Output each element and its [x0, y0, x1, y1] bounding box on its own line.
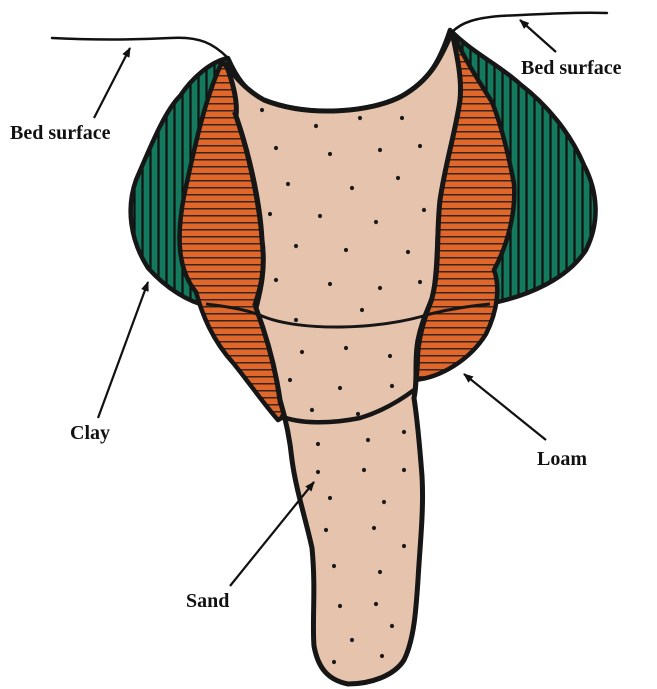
sand-label: Sand: [186, 590, 229, 613]
bed-surface-left-arrow: [94, 48, 130, 118]
clay-arrow: [98, 282, 148, 418]
loam-arrow: [464, 374, 546, 440]
bed-surface-line: [52, 13, 607, 58]
bed-surface-right-arrow: [520, 20, 556, 52]
clay-label: Clay: [70, 422, 110, 445]
loam-label: Loam: [537, 448, 587, 471]
sand-arrow: [230, 482, 314, 586]
bed-surface-label-right: Bed surface: [521, 57, 622, 80]
bed-surface-label-left: Bed surface: [10, 122, 111, 145]
